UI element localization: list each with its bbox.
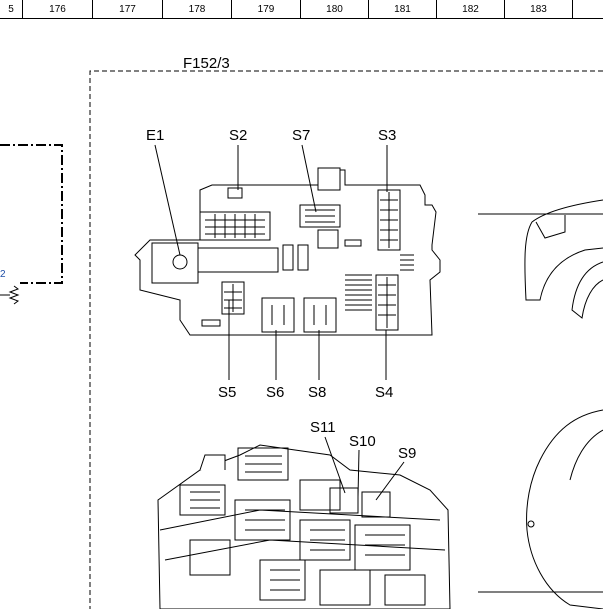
ruler-cell bbox=[573, 0, 603, 19]
label-s2: S2 bbox=[229, 127, 247, 144]
ruler-cell: 179 bbox=[232, 0, 301, 19]
label-s6: S6 bbox=[266, 384, 284, 401]
resistor-icon bbox=[8, 285, 20, 305]
label-s10: S10 bbox=[349, 433, 376, 450]
leader-lines-top bbox=[154, 144, 388, 380]
adjacent-block-mark: 2 bbox=[0, 269, 6, 280]
label-s4: S4 bbox=[375, 384, 393, 401]
label-s11: S11 bbox=[310, 419, 336, 436]
ruler-cell: 180 bbox=[301, 0, 369, 19]
ruler-cell: 178 bbox=[163, 0, 232, 19]
leader-lines-bottom bbox=[324, 436, 405, 501]
label-e1: E1 bbox=[146, 127, 164, 144]
label-s9: S9 bbox=[398, 445, 416, 462]
label-s8: S8 bbox=[308, 384, 326, 401]
car-front-outline bbox=[478, 199, 603, 319]
label-s5: S5 bbox=[218, 384, 236, 401]
ruler-cell: 177 bbox=[93, 0, 163, 19]
fuse-box-iso-view bbox=[157, 444, 451, 609]
ruler-cell: 183 bbox=[505, 0, 573, 19]
label-s3: S3 bbox=[378, 127, 396, 144]
ruler-cell: 5 bbox=[0, 0, 23, 19]
grid-ruler: 5 176 177 178 179 180 181 182 183 bbox=[0, 0, 603, 20]
car-rear-outline bbox=[478, 409, 603, 609]
fuse-box-top-view bbox=[134, 167, 441, 336]
ground-stud-icon bbox=[172, 254, 188, 270]
block-title: F152/3 bbox=[183, 55, 230, 72]
ruler-cell: 182 bbox=[437, 0, 505, 19]
ruler-cell: 176 bbox=[23, 0, 93, 19]
label-s7: S7 bbox=[292, 127, 310, 144]
fuse-box-outline: F152/3 bbox=[89, 55, 603, 609]
ruler-cell: 181 bbox=[369, 0, 437, 19]
adjacent-block: 2 bbox=[0, 144, 63, 305]
